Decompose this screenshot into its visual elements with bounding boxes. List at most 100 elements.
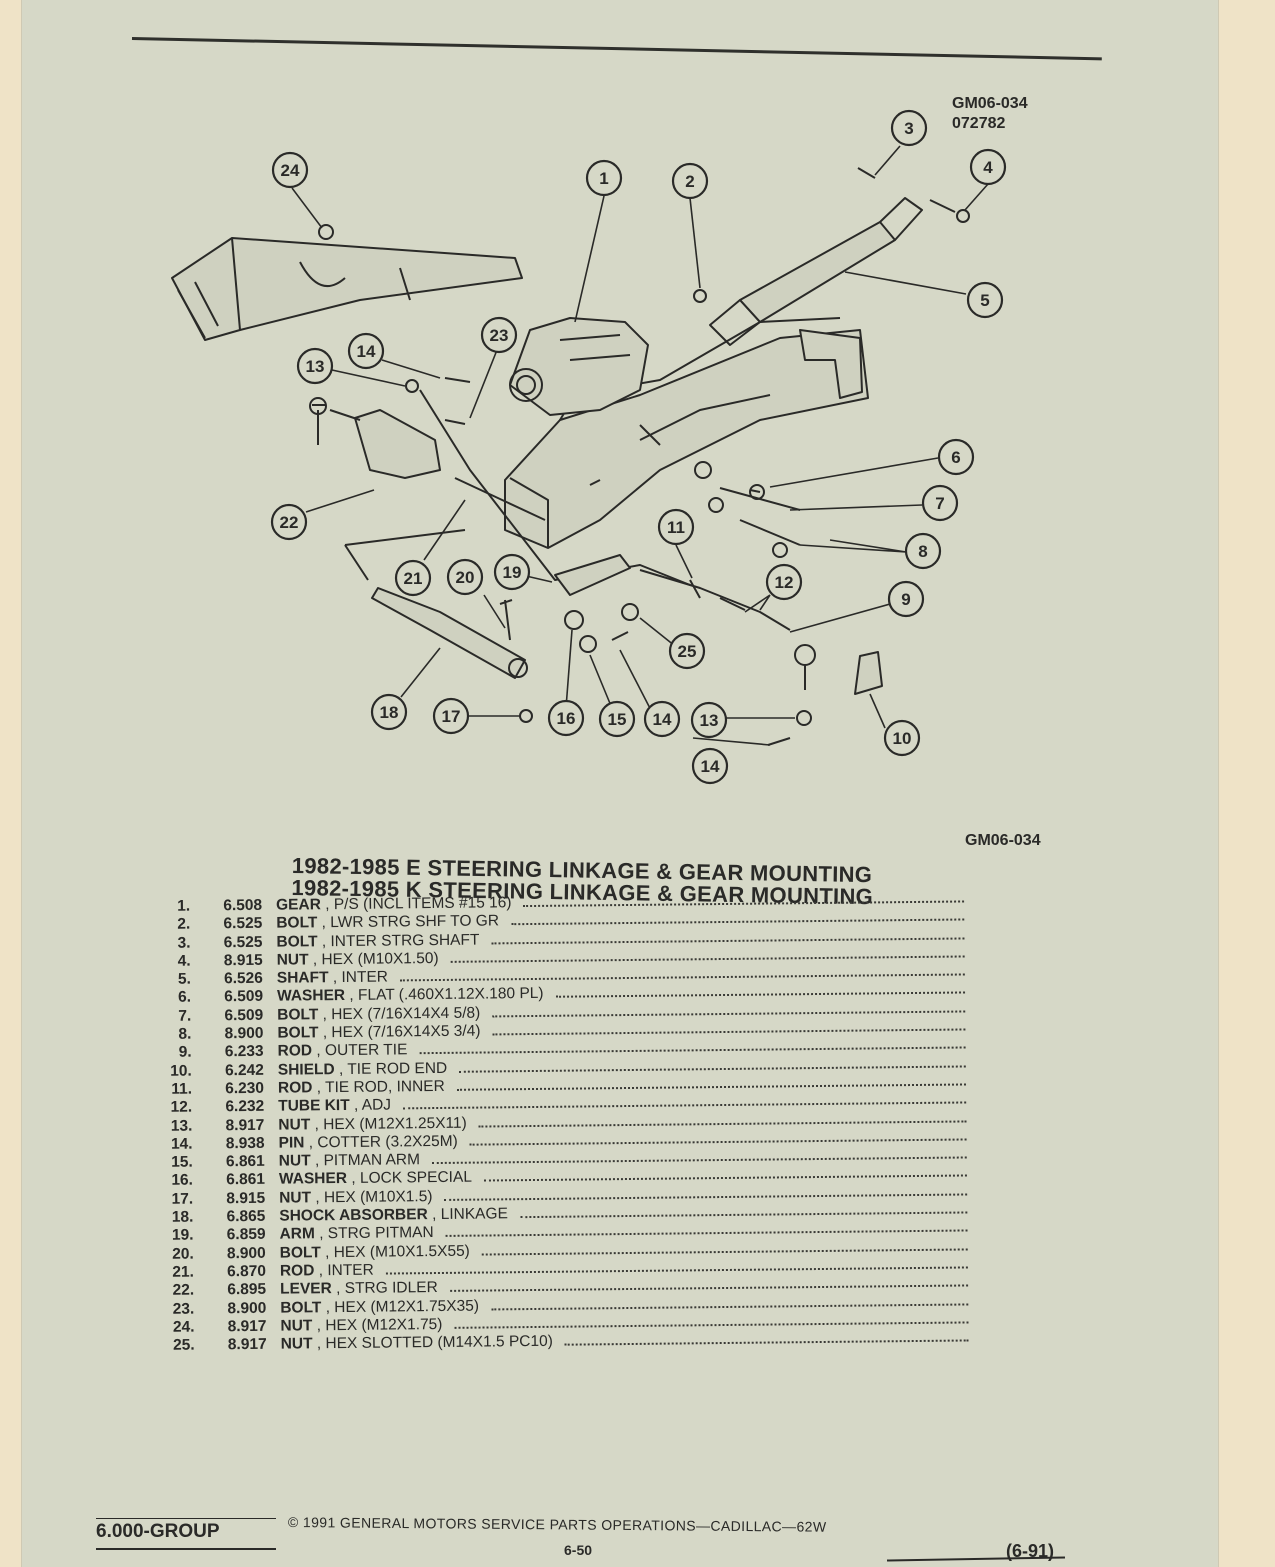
part-code: 6.230 xyxy=(225,1079,265,1098)
callout-14c: 14 xyxy=(691,747,729,785)
part-description: , LINKAGE xyxy=(427,1205,508,1224)
part-name: ROD xyxy=(277,1042,313,1061)
dot-leader xyxy=(399,973,965,982)
part-code: 6.865 xyxy=(226,1207,266,1226)
exploded-diagram: 1 2 3 4 5 6 7 8 9 10 11 12 13 14 23 24 2… xyxy=(171,109,1007,785)
footer-date: (6-91) xyxy=(1006,1541,1055,1561)
svg-text:23: 23 xyxy=(490,326,509,345)
part-code: 8.915 xyxy=(226,1189,266,1207)
part-description: , P/S (INCL ITEMS #15 16) xyxy=(320,894,512,914)
part-description: , LWR STRG SHF TO GR xyxy=(317,912,500,932)
callout-5: 5 xyxy=(966,281,1004,319)
part-number: 20. xyxy=(172,1245,194,1263)
callout-23: 23 xyxy=(480,316,518,354)
dot-leader xyxy=(450,955,965,963)
svg-text:14: 14 xyxy=(357,342,376,361)
part-code: 8.900 xyxy=(224,1024,264,1043)
dot-leader xyxy=(555,991,966,999)
part-name: BOLT xyxy=(277,1006,319,1024)
part-number: 22. xyxy=(172,1281,195,1300)
part-description: , INTER xyxy=(328,968,389,987)
svg-text:7: 7 xyxy=(935,494,944,513)
svg-text:22: 22 xyxy=(280,513,299,532)
part-code: 8.917 xyxy=(227,1335,267,1354)
footer-group-label: 6.000-GROUP xyxy=(96,1521,220,1542)
part-number: 8. xyxy=(178,1025,192,1043)
callout-19: 19 xyxy=(493,553,531,591)
callout-16: 16 xyxy=(547,699,585,737)
part-name: WASHER xyxy=(276,987,346,1006)
part-code: 8.917 xyxy=(227,1317,267,1336)
dot-leader xyxy=(481,1248,968,1256)
part-name: BOLT xyxy=(277,1024,319,1042)
svg-text:16: 16 xyxy=(557,709,576,728)
part-code: 6.508 xyxy=(223,896,263,915)
callout-3: 3 xyxy=(890,109,928,147)
callout-20: 20 xyxy=(446,558,484,596)
part-number: 4. xyxy=(177,952,191,970)
part-number: 9. xyxy=(178,1043,192,1062)
footer-rule-left xyxy=(96,1548,276,1550)
part-description: , HEX (M12X1.25X11) xyxy=(310,1114,467,1133)
part-number: 24. xyxy=(172,1318,195,1336)
part-name: NUT xyxy=(279,1189,312,1207)
svg-text:4: 4 xyxy=(983,158,993,177)
dot-leader xyxy=(459,1065,966,1073)
callout-2: 2 xyxy=(671,162,709,200)
callout-4: 4 xyxy=(969,148,1007,186)
part-name: GEAR xyxy=(275,896,321,914)
dot-leader xyxy=(385,1266,968,1275)
part-name: BOLT xyxy=(279,1243,321,1262)
part-code: 6.861 xyxy=(225,1152,265,1171)
part-code: 6.895 xyxy=(227,1281,267,1299)
callout-22: 22 xyxy=(270,503,308,541)
svg-text:2: 2 xyxy=(685,172,694,191)
dot-leader xyxy=(492,1028,966,1036)
svg-text:17: 17 xyxy=(442,707,461,726)
part-description: , TIE ROD, INNER xyxy=(312,1077,445,1097)
callout-14b: 14 xyxy=(643,700,681,738)
part-description: , HEX (M12X1.75) xyxy=(312,1315,443,1335)
callout-17: 17 xyxy=(432,697,470,735)
svg-text:18: 18 xyxy=(380,703,399,722)
part-number: 25. xyxy=(173,1336,195,1354)
part-number: 18. xyxy=(171,1208,194,1226)
part-description: , HEX (7/16X14X5 3/4) xyxy=(318,1022,481,1042)
part-number: 12. xyxy=(170,1098,193,1117)
part-name: BOLT xyxy=(280,1298,322,1317)
dot-leader xyxy=(454,1321,969,1329)
part-number: 6. xyxy=(178,989,192,1007)
part-description: , HEX SLOTTED (M14X1.5 PC10) xyxy=(312,1332,553,1353)
callout-13: 13 xyxy=(296,347,334,385)
part-description: , STRG PITMAN xyxy=(314,1224,434,1243)
part-name: NUT xyxy=(278,1152,311,1170)
svg-text:6: 6 xyxy=(951,448,960,467)
callout-14: 14 xyxy=(347,332,385,370)
part-description: , ADJ xyxy=(349,1096,392,1115)
part-description: , HEX (M10X1.5X55) xyxy=(320,1242,470,1261)
svg-text:14: 14 xyxy=(653,710,672,729)
part-description: , PITMAN ARM xyxy=(310,1151,421,1170)
part-code: 6.859 xyxy=(226,1226,266,1244)
callout-9: 9 xyxy=(887,580,925,618)
part-name: SHIELD xyxy=(277,1060,335,1079)
part-description: , COTTER (3.2X25M) xyxy=(304,1132,458,1152)
part-number: 21. xyxy=(172,1263,195,1281)
svg-text:19: 19 xyxy=(503,563,522,582)
part-code: 6.526 xyxy=(223,970,263,988)
svg-text:24: 24 xyxy=(281,161,300,180)
svg-text:25: 25 xyxy=(678,642,697,661)
part-code: 8.938 xyxy=(225,1134,265,1153)
svg-text:8: 8 xyxy=(918,542,927,561)
footer-rule-top xyxy=(96,1518,276,1519)
part-code: 6.242 xyxy=(224,1061,264,1079)
part-description: , OUTER TIE xyxy=(311,1041,408,1060)
svg-text:21: 21 xyxy=(404,569,423,588)
part-code: 8.900 xyxy=(226,1244,266,1262)
part-code: 8.915 xyxy=(223,951,263,970)
figure-code-block: GM06-034 072782 xyxy=(952,94,1028,134)
svg-text:3: 3 xyxy=(904,119,913,138)
callout-24: 24 xyxy=(271,151,309,189)
figure-code: GM06-034 xyxy=(952,95,1028,112)
